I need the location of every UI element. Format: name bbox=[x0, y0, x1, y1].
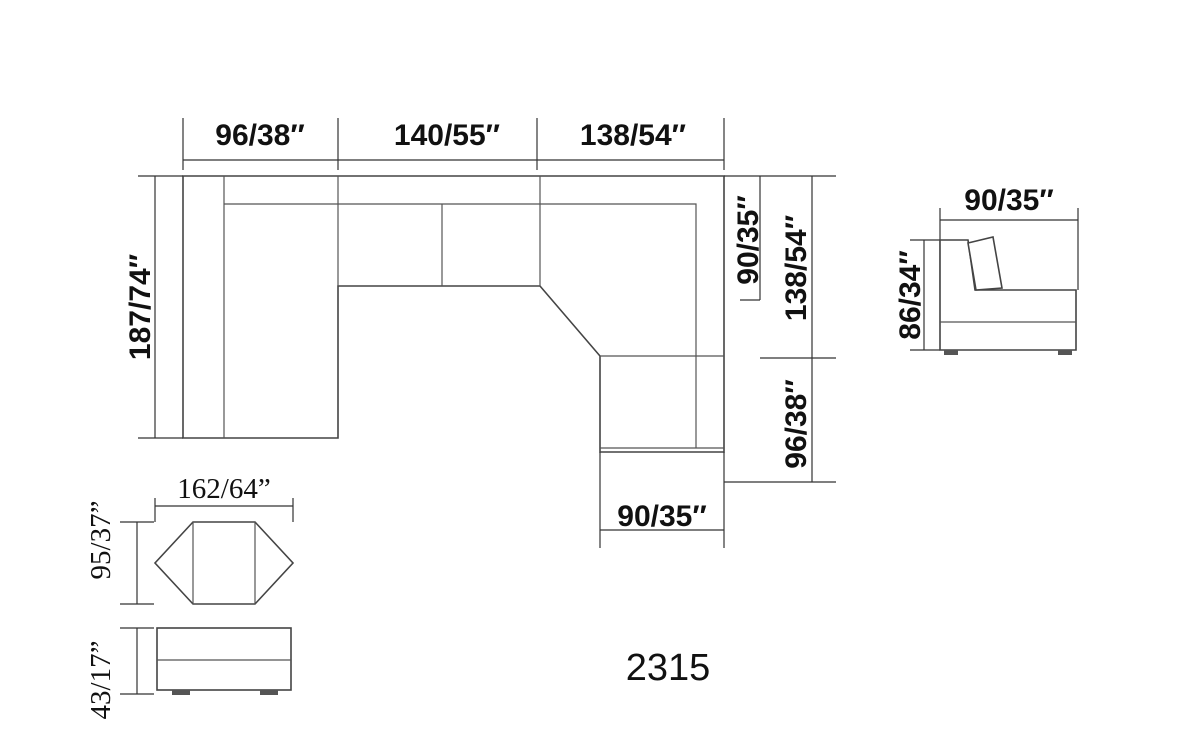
ottoman-leg-left bbox=[172, 690, 190, 695]
ottoman-width-label: 162/64” bbox=[177, 473, 270, 505]
side-leg-right bbox=[1058, 350, 1072, 355]
side-profile bbox=[939, 239, 1077, 351]
right-depth-small: 90/35″ bbox=[732, 195, 765, 284]
ottoman-height-label: 43/17” bbox=[85, 641, 117, 720]
right-depth-upper: 138/54″ bbox=[780, 215, 813, 321]
side-width-label: 90/35″ bbox=[964, 184, 1053, 217]
left-depth-label: 187/74″ bbox=[124, 254, 157, 360]
top-width-1: 96/38″ bbox=[215, 119, 304, 152]
model-number: 2315 bbox=[626, 647, 711, 689]
ottoman-outline bbox=[153, 521, 295, 605]
left-dimension: 187/74″ bbox=[124, 175, 183, 439]
right-depth-lower: 96/38″ bbox=[780, 379, 813, 468]
side-leg-left bbox=[944, 350, 958, 355]
top-width-2: 140/55″ bbox=[394, 119, 500, 152]
ottoman-side-body bbox=[156, 627, 292, 691]
ottoman-leg-right bbox=[260, 690, 278, 695]
sectional-top-view bbox=[182, 175, 725, 453]
sectional-outline bbox=[182, 175, 725, 453]
ottoman-top-view: 162/64” 95/37” bbox=[85, 473, 295, 605]
bottom-width-label: 90/35″ bbox=[617, 500, 706, 533]
side-back-cushion bbox=[967, 236, 1003, 291]
ottoman-side-view: 43/17” bbox=[85, 627, 292, 720]
top-width-3: 138/54″ bbox=[580, 119, 686, 152]
ottoman-depth-label: 95/37” bbox=[85, 501, 117, 580]
side-height-label: 86/34″ bbox=[894, 250, 927, 339]
side-view: 90/35″ 86/34″ bbox=[894, 184, 1079, 355]
top-dimension: 96/38″ 140/55″ 138/54″ bbox=[182, 118, 725, 170]
right-back-line bbox=[540, 203, 697, 356]
right-dimensions: 90/35″ 138/54″ 96/38″ bbox=[724, 175, 836, 483]
bottom-dimension: 90/35″ bbox=[599, 452, 725, 548]
